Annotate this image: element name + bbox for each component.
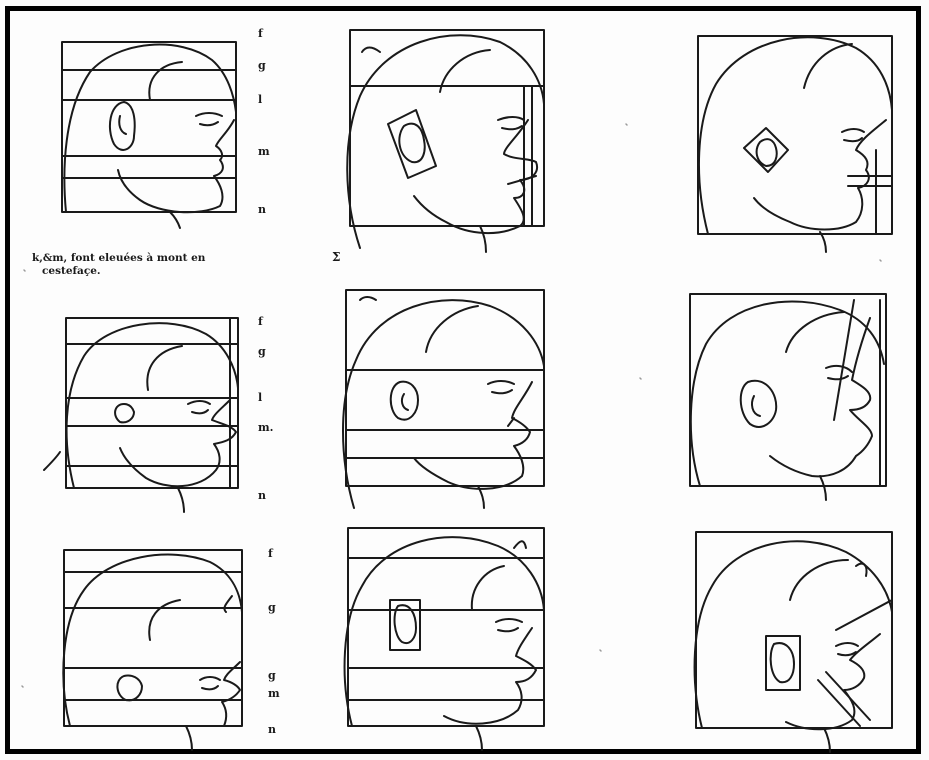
- label-l: l: [258, 94, 262, 105]
- label-l: l: [258, 392, 262, 403]
- label-f: f: [268, 548, 273, 559]
- label-f: f: [258, 316, 263, 327]
- label-g2: g: [268, 670, 276, 681]
- caption-line-1: k,&m, font eleuées à mont en: [32, 252, 205, 265]
- head-panel-9: [695, 532, 892, 752]
- head-panel-5: [343, 290, 544, 508]
- label-m: m: [268, 688, 280, 699]
- head-panel-4: [44, 318, 238, 512]
- caption: k,&m, font eleuées à mont en cestefaçe.: [32, 252, 205, 278]
- caption-line-2: cestefaçe.: [32, 265, 205, 278]
- head-panel-8: [345, 528, 544, 750]
- label-g: g: [258, 60, 266, 71]
- label-m: m: [258, 146, 270, 157]
- head-panel-6: [690, 294, 886, 500]
- label-g: g: [258, 346, 266, 357]
- sigma-mark: Σ: [332, 250, 340, 264]
- head-panel-3: [698, 36, 892, 252]
- label-f: f: [258, 28, 263, 39]
- label-n: n: [268, 724, 276, 735]
- label-n: n: [258, 490, 266, 501]
- label-n: n: [258, 204, 266, 215]
- head-panel-2: [347, 30, 544, 252]
- label-m: m.: [258, 422, 273, 433]
- head-panel-1: [62, 42, 236, 228]
- head-panel-7: [63, 550, 242, 750]
- label-g: g: [268, 602, 276, 613]
